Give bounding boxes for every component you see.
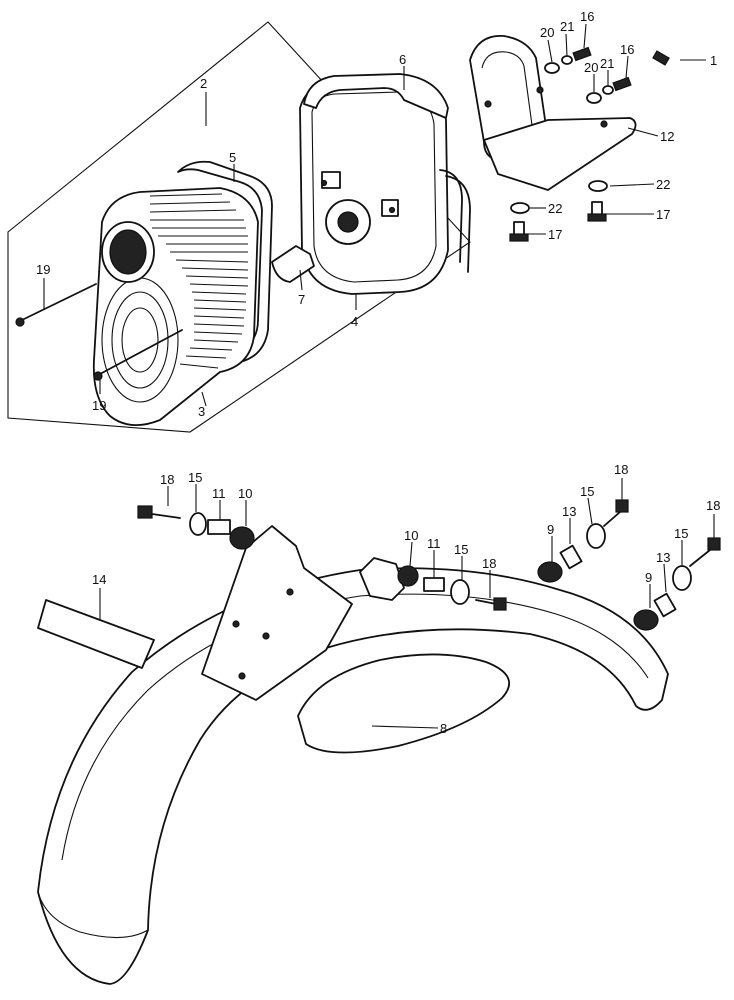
plate-hole-a xyxy=(232,620,240,628)
fender-hardware-middle xyxy=(397,565,507,611)
bracket-bolts-and-washers xyxy=(509,180,608,242)
callout-2: 2 xyxy=(200,76,207,91)
callout-20-second: 20 xyxy=(584,60,598,75)
lens-screw-lower xyxy=(93,329,183,381)
callout-7: 7 xyxy=(298,292,305,307)
callout-17-right: 17 xyxy=(656,207,670,222)
callout-21-top: 21 xyxy=(560,19,574,34)
callout-18-mid: 18 xyxy=(482,556,496,571)
rear-fender xyxy=(37,567,669,985)
callout-9-lower: 9 xyxy=(645,570,652,585)
tail-light-case xyxy=(299,79,471,295)
assembly-group-outline xyxy=(7,21,471,433)
callout-15-right-upper: 15 xyxy=(580,484,594,499)
callout-21-second: 21 xyxy=(600,56,614,71)
reflector-strip xyxy=(37,599,155,669)
callout-13-upper: 13 xyxy=(562,504,576,519)
fender-mount-plate-left xyxy=(201,525,353,701)
callout-15-left: 15 xyxy=(188,470,202,485)
callout-20-top: 20 xyxy=(540,25,554,40)
bulb-socket xyxy=(271,245,315,283)
callout-11-left: 11 xyxy=(212,486,226,501)
callout-11-mid: 11 xyxy=(427,536,441,551)
callout-18-right-upper: 18 xyxy=(614,462,628,477)
callout-1: 1 xyxy=(710,53,717,68)
plate-hole-c xyxy=(286,588,294,596)
callout-labels: 1 2 3 4 5 6 7 8 9 9 10 10 11 11 12 13 13… xyxy=(36,9,720,736)
leader-lines xyxy=(43,23,715,729)
callout-22-right: 22 xyxy=(656,177,670,192)
gasket xyxy=(303,73,449,119)
fender-hardware-left xyxy=(137,505,255,550)
callout-19-lower: 19 xyxy=(92,398,106,413)
callout-14: 14 xyxy=(92,572,106,587)
callout-17-left: 17 xyxy=(548,227,562,242)
tail-light-bracket xyxy=(469,35,637,191)
callout-13-lower: 13 xyxy=(656,550,670,565)
callout-3: 3 xyxy=(198,404,205,419)
callout-18-left: 18 xyxy=(160,472,174,487)
fender-mount-plate-right xyxy=(359,557,405,601)
callout-16-second: 16 xyxy=(620,42,634,57)
callout-18-right-lower: 18 xyxy=(706,498,720,513)
callout-6: 6 xyxy=(399,52,406,67)
callout-10-left: 10 xyxy=(238,486,252,501)
tail-light-lens xyxy=(92,187,259,426)
callout-4: 4 xyxy=(351,314,358,329)
callout-9-upper: 9 xyxy=(547,522,554,537)
callout-8: 8 xyxy=(440,721,447,736)
callout-5: 5 xyxy=(229,150,236,165)
fender-hardware-right-lower xyxy=(633,537,721,631)
callout-19-upper: 19 xyxy=(36,262,50,277)
callout-10-mid: 10 xyxy=(404,528,418,543)
plate-hole-b xyxy=(262,632,270,640)
lens-screw-upper xyxy=(15,283,97,327)
callout-16-top: 16 xyxy=(580,9,594,24)
fender-hardware-right-upper xyxy=(537,499,629,583)
callout-15-mid: 15 xyxy=(454,542,468,557)
callout-12: 12 xyxy=(660,129,674,144)
callout-15-right-lower: 15 xyxy=(674,526,688,541)
callout-22-left: 22 xyxy=(548,201,562,216)
plate-hole-d xyxy=(238,672,246,680)
